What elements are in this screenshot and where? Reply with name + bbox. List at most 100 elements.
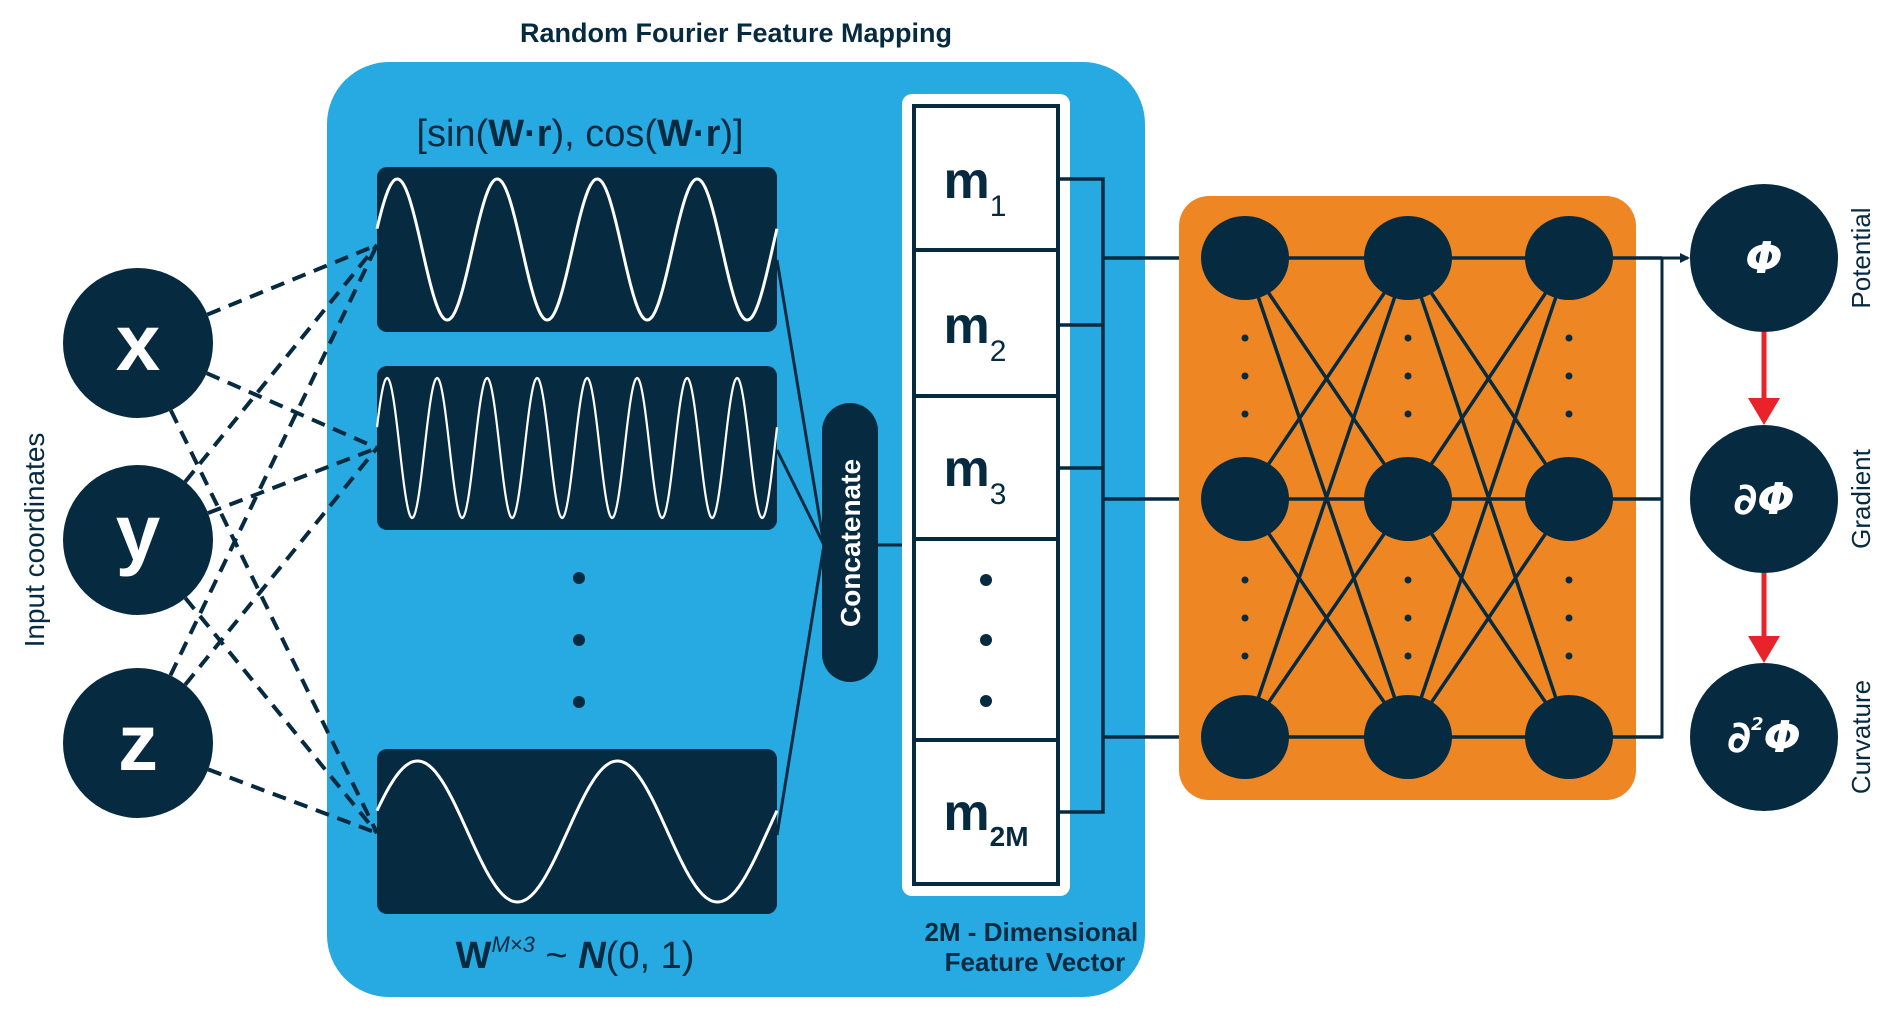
network-ellipsis-dot: [1241, 372, 1249, 380]
wave-low-frequency: [375, 177, 779, 322]
network-ellipsis-dot: [1404, 652, 1412, 660]
network-edge: [1406, 257, 1571, 500]
wave-lowest-frequency: [375, 759, 779, 904]
caption-line: Feature Vector: [945, 947, 1126, 977]
formula-part: (0, 1): [606, 935, 695, 977]
dashed-connection-x-wave3: [169, 409, 379, 834]
dashed-connection-x-wave1: [206, 243, 378, 317]
network-ellipsis-dot: [1404, 334, 1412, 342]
dashed-connection-x-wave2: [205, 371, 378, 450]
network-ellipsis-dot: [1565, 410, 1573, 418]
dashed-connection-y-wave3: [183, 596, 379, 835]
network-node-l1-n1: [1201, 216, 1289, 300]
network-ellipsis-dot: [1241, 614, 1249, 622]
input-to-wave-connections: [168, 243, 379, 835]
input-coordinates-label: Input coordinates: [19, 433, 50, 648]
symbol-base: Φ: [1764, 712, 1801, 763]
feature-cell-m3: m3: [944, 440, 1007, 511]
label-potential: Potential: [1846, 207, 1876, 308]
network-ellipsis-dot: [1565, 334, 1573, 342]
output-gradient: ∂Φ: [1690, 425, 1838, 573]
feature-cell-ellipsis: [980, 574, 992, 707]
wave-box-2: [375, 366, 779, 530]
label-gradient: Gradient: [1846, 448, 1876, 548]
fourier-formula: [sin(W·r), cos(W·r)]: [416, 113, 743, 155]
wave-to-concatenate-lines: [775, 259, 920, 836]
input-node-z-label: z: [118, 698, 158, 787]
input-node-z: z: [63, 668, 213, 818]
network-node-l2-n3: [1364, 695, 1452, 779]
formula-part: W·r: [657, 113, 721, 155]
network-ellipsis-dot: [1241, 576, 1249, 584]
formula-part: W: [456, 935, 492, 977]
output-curvature: ∂2Φ: [1690, 663, 1838, 811]
concatenate-block: Concatenate: [822, 403, 878, 682]
input-node-x-label: x: [116, 298, 161, 387]
symbol-superscript: 2: [1751, 714, 1764, 735]
network-ellipsis-dot: [1404, 614, 1412, 622]
cell-base: m: [944, 152, 990, 210]
network-node-l3-n3: [1525, 695, 1613, 779]
gradient-symbol: ∂Φ: [1733, 474, 1794, 525]
network-ellipsis-dot: [1404, 372, 1412, 380]
input-node-y-label: y: [116, 488, 161, 577]
concatenate-label: Concatenate: [835, 459, 866, 627]
dashed-connection-z-wave3: [207, 767, 378, 835]
diagram-title: Random Fourier Feature Mapping: [520, 18, 952, 48]
wave-high-frequency: [375, 376, 779, 520]
feature-cell-m2M: m2M: [943, 784, 1028, 852]
network-ellipsis: [1241, 334, 1573, 660]
formula-part: ), cos(: [552, 113, 658, 155]
formula-part: W·r: [488, 113, 552, 155]
symbol-prefix: ∂: [1733, 474, 1757, 525]
dashed-connection-y-wave1: [183, 243, 379, 483]
network-edge: [1243, 257, 1410, 738]
cell-base: m: [943, 784, 989, 842]
caption-line: 2M - Dimensional: [924, 917, 1138, 947]
network-node-l1-n2: [1201, 457, 1289, 541]
input-nodes: x y z: [63, 268, 213, 818]
wave-ellipsis: [573, 572, 585, 708]
curvature-symbol: ∂2Φ: [1727, 712, 1801, 763]
network-edge: [1406, 257, 1571, 738]
dashed-connection-z-wave2: [183, 446, 379, 686]
cell-base: m: [944, 440, 990, 498]
network-node-l2-n2: [1364, 457, 1452, 541]
cell-base: m: [944, 297, 990, 355]
network-ellipsis-dot: [1404, 410, 1412, 418]
symbol-base: Φ: [1745, 233, 1782, 284]
formula-part: )]: [720, 113, 743, 155]
network-nodes: [1201, 216, 1613, 779]
cell-subscript: 2: [990, 335, 1007, 368]
network-node-l2-n1: [1364, 216, 1452, 300]
label-curvature: Curvature: [1846, 680, 1876, 794]
network-ellipsis-dot: [1241, 334, 1249, 342]
weight-distribution: WM×3 ~ N(0, 1): [456, 932, 695, 977]
feature-vector: m1 m2 m3 m2M: [902, 94, 1070, 896]
wave-box-1: [375, 167, 779, 332]
potential-symbol: Φ: [1745, 233, 1782, 284]
network-ellipsis-dot: [1241, 410, 1249, 418]
cell-subscript: 1: [990, 190, 1007, 223]
dashed-connection-y-wave2: [207, 446, 378, 515]
network-ellipsis-dot: [1565, 372, 1573, 380]
network-node-l3-n1: [1525, 216, 1613, 300]
cell-subscript: 3: [990, 478, 1007, 511]
network-ellipsis-dot: [1404, 576, 1412, 584]
feature-vector-caption: 2M - Dimensional Feature Vector: [924, 917, 1145, 977]
output-potential: Φ: [1690, 184, 1838, 332]
formula-part: [sin(: [416, 113, 488, 155]
derivative-arrows: [1748, 332, 1780, 663]
network-ellipsis-dot: [1565, 576, 1573, 584]
feature-cell-m1: m1: [944, 152, 1007, 223]
network-node-l1-n3: [1201, 695, 1289, 779]
network-to-output-bracket: [1614, 253, 1690, 739]
network-ellipsis-dot: [1565, 652, 1573, 660]
cell-subscript: 2M: [990, 821, 1029, 852]
network-node-l3-n2: [1525, 457, 1613, 541]
network-ellipsis-dot: [1241, 652, 1249, 660]
network-edge: [1243, 498, 1410, 738]
symbol-base: Φ: [1757, 474, 1794, 525]
network-edge: [1243, 257, 1410, 500]
